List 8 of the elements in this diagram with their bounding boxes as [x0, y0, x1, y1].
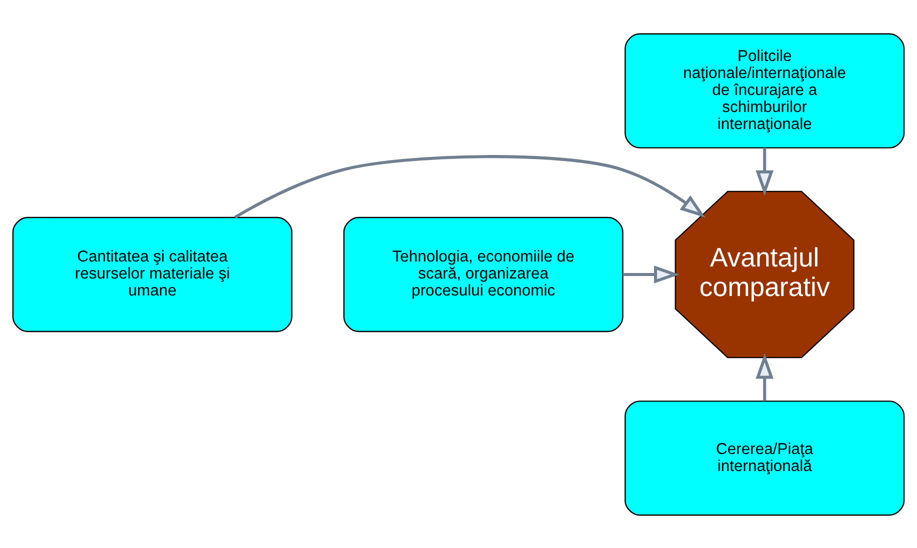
- node-box: Cantitatea şi calitatea resurselor materiale şi umane: [12, 216, 292, 332]
- node-box: Tehnologia, economiile de scară, organizarea procesului economic: [343, 216, 624, 332]
- arrow: [756, 352, 774, 401]
- arrow: [234, 154, 706, 218]
- arrow: [622, 265, 680, 283]
- node-box: Cererea/Piaţa internaţională: [624, 400, 905, 516]
- node-box: Politcile naţionale/internaţionale de încurajare a schimburilor internaţionale: [624, 32, 905, 148]
- arrow: [756, 147, 774, 196]
